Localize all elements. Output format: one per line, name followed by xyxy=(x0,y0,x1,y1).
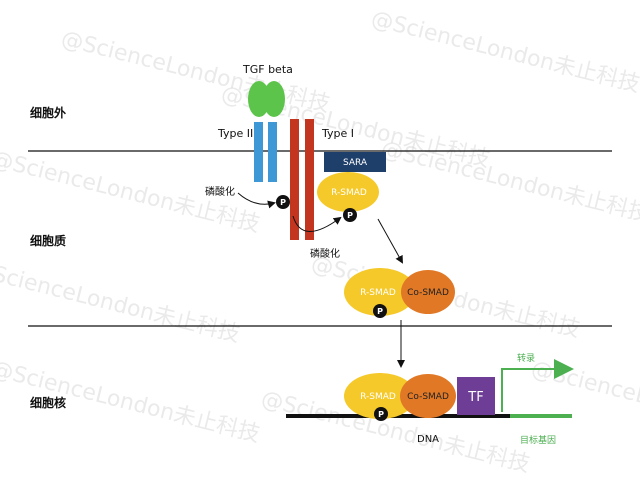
phosphate-label: P xyxy=(347,211,353,220)
phosphorylation-arrow-1 xyxy=(237,192,276,209)
r-smad-nucleus xyxy=(344,373,416,419)
type-i-receptor xyxy=(290,119,314,240)
phosphate-label: P xyxy=(377,307,383,316)
sara-label: SARA xyxy=(343,158,368,168)
co-smad-label: Co-SMAD xyxy=(407,288,449,298)
r-smad-label: R-SMAD xyxy=(360,288,396,298)
r-smad-label: R-SMAD xyxy=(360,392,396,402)
ligand-label: TGF beta xyxy=(242,63,293,76)
phosphate-bubble xyxy=(343,208,357,222)
type-ii-receptor xyxy=(254,122,277,182)
phosphate-label: P xyxy=(378,410,384,419)
watermark-layer: @ScienceLondon未止科技 xyxy=(0,6,640,478)
phosphorylation-label-2: 磷酸化 xyxy=(310,247,340,260)
co-smad-nucleus xyxy=(400,374,456,418)
co-smad-cytoplasm xyxy=(401,270,455,314)
transcription-factor-label: TF xyxy=(467,390,483,405)
phosphorylation-label-1: 磷酸化 xyxy=(205,185,235,198)
tgf-beta-ligand xyxy=(248,81,285,117)
r-smad-label: R-SMAD xyxy=(331,188,367,198)
phosphate-bubble xyxy=(373,304,387,318)
transcription-arrow xyxy=(501,359,574,412)
sara-box xyxy=(324,152,386,172)
dna-label: DNA xyxy=(417,434,439,445)
phosphate-bubble xyxy=(374,407,388,421)
phosphate-bubble xyxy=(276,195,290,209)
phosphate-label: P xyxy=(280,198,286,207)
region-label-cytoplasm: 细胞质 xyxy=(30,233,66,248)
region-label-extracellular: 细胞外 xyxy=(30,105,66,120)
r-smad-at-receptor xyxy=(317,172,379,212)
region-label-nucleus: 细胞核 xyxy=(30,395,66,410)
type-i-receptor-label: Type I xyxy=(321,127,354,140)
phosphorylation-arrow-2 xyxy=(292,215,342,232)
co-smad-label: Co-SMAD xyxy=(407,392,449,402)
type-ii-receptor-label: Type II xyxy=(217,127,253,140)
transcription-label: 转录 xyxy=(517,352,535,364)
transcription-factor-box xyxy=(457,377,495,415)
target-gene-label: 目标基因 xyxy=(520,434,556,446)
r-smad-cytoplasm xyxy=(344,268,416,316)
translocation-arrow-1 xyxy=(377,218,403,264)
